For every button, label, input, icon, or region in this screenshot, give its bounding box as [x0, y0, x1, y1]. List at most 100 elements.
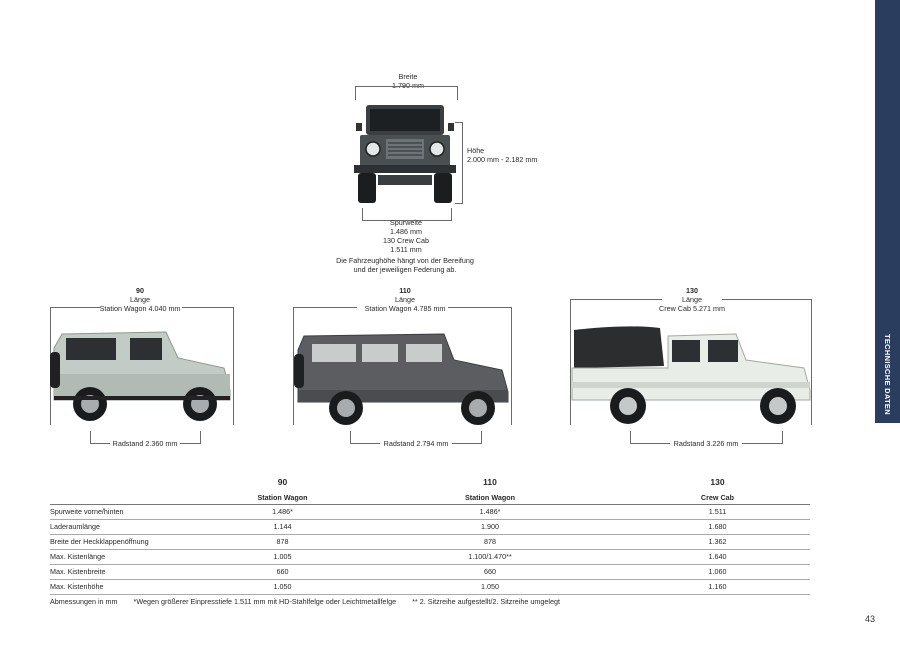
side-110-length-label: Länge — [395, 295, 415, 304]
front-width-bracket-left — [355, 86, 356, 100]
front-view-vehicle-image — [354, 105, 456, 203]
row-value-110: 660 — [355, 564, 625, 580]
side-90-length-bracket-right-seg — [182, 307, 234, 308]
spec-table: 90 110 130 Station Wagon Station Wagon C… — [50, 473, 810, 595]
side-tab-label-wrap: TECHNISCHE DATEN — [875, 0, 900, 423]
row-label: Max. Kistenhöhe — [50, 579, 210, 595]
front-height-label: Höhe — [467, 146, 485, 155]
front-track-130-label: 130 Crew Cab — [383, 236, 429, 245]
table-model-90: 90 — [277, 477, 288, 487]
side-130-length-bracket-left-seg — [570, 299, 662, 300]
front-width-bracket-right — [457, 86, 458, 100]
row-value-110: 1.486* — [355, 504, 625, 520]
row-value-110: 1.900 — [355, 519, 625, 535]
row-value-130: 1.640 — [625, 549, 810, 565]
side-110-wheelbase: Radstand 2.794 mm — [383, 439, 449, 448]
side-110-model: 110 — [399, 286, 411, 295]
footnote-double-star: ** 2. Sitzreihe aufgestellt/2. Sitzreihe… — [412, 597, 560, 606]
front-note-line1: Die Fahrzeughöhe hängt von der Bereifung — [336, 256, 474, 265]
side-130-length-bracket-right-seg — [722, 299, 812, 300]
front-track-bracket-right — [451, 208, 452, 221]
table-row: Laderaumlänge 1.144 1.900 1.680 — [50, 519, 810, 535]
side-130-wheelbase-bracket-left — [630, 431, 631, 443]
front-track-label-block: Spurweite 1.486 mm 130 Crew Cab 1.511 mm — [366, 218, 446, 254]
side-110-wheelbase-bracket-right — [481, 431, 482, 443]
front-height-bracket-bottom — [455, 203, 463, 204]
front-height-note: Die Fahrzeughöhe hängt von der Bereifung… — [330, 256, 480, 274]
side-90-length-bracket-right — [233, 307, 234, 425]
side-tab-label: TECHNISCHE DATEN — [883, 334, 892, 415]
side-130-length-bracket-right — [811, 299, 812, 425]
side-130-wheelbase: Radstand 3.226 mm — [673, 439, 739, 448]
table-variant-110: Station Wagon — [355, 491, 625, 505]
table-corner — [50, 473, 210, 491]
table-row: Max. Kistenbreite 660 660 1.060 — [50, 564, 810, 580]
side-90-length-label: Länge — [130, 295, 150, 304]
front-track-130-value: 1.511 mm — [390, 245, 422, 254]
side-90-length-value: Station Wagon 4.040 mm — [99, 304, 181, 313]
front-width-bracket — [355, 86, 458, 87]
side-130-wheelbase-bracket-left-seg — [630, 443, 670, 444]
row-value-90: 1.005 — [210, 549, 355, 565]
page-number: 43 — [865, 614, 876, 624]
side-110-length-bracket-right — [511, 307, 512, 425]
front-track-bracket-left — [362, 208, 363, 221]
row-label: Max. Kistenlänge — [50, 549, 210, 565]
side-130-length-bracket-left — [570, 299, 571, 425]
side-90-wheelbase-bracket-left — [90, 431, 91, 443]
row-label: Laderaumlänge — [50, 519, 210, 535]
row-label: Breite der Heckklappenöffnung — [50, 534, 210, 550]
table-variant-90: Station Wagon — [210, 491, 355, 505]
front-track-value: 1.486 mm — [390, 227, 422, 236]
row-value-130: 1.362 — [625, 534, 810, 550]
row-value-130: 1.160 — [625, 579, 810, 595]
front-width-label: Breite — [398, 72, 418, 81]
front-width-value: 1.790 mm — [378, 81, 438, 90]
row-value-110: 878 — [355, 534, 625, 550]
table-row: Max. Kistenlänge 1.005 1.100/1.470** 1.6… — [50, 549, 810, 565]
row-value-130: 1.060 — [625, 564, 810, 580]
table-variant-130: Crew Cab — [625, 491, 810, 505]
table-variant-corner — [50, 491, 210, 505]
front-height-bracket — [462, 122, 463, 204]
row-value-90: 878 — [210, 534, 355, 550]
footnote-star: *Wegen größerer Einpresstiefe 1.511 mm m… — [133, 597, 397, 606]
side-110-length-bracket-right-seg — [448, 307, 512, 308]
side-90-label-block: 90 Länge Station Wagon 4.040 mm — [90, 286, 190, 313]
front-height-bracket-top — [455, 122, 463, 123]
table-row: Max. Kistenhöhe 1.050 1.050 1.160 — [50, 579, 810, 595]
side-110-length-value: Station Wagon 4.785 mm — [364, 304, 446, 313]
row-value-90: 1.050 — [210, 579, 355, 595]
row-value-110: 1.100/1.470** — [355, 549, 625, 565]
table-variant-row: Station Wagon Station Wagon Crew Cab — [50, 491, 810, 505]
table-row: Spurweite vorne/hinten 1.486* 1.486* 1.5… — [50, 504, 810, 520]
front-note-line2: und der jeweiligen Federung ab. — [353, 265, 457, 274]
side-130-length-value: Crew Cab 5.271 mm — [659, 304, 725, 313]
row-label: Spurweite vorne/hinten — [50, 504, 210, 520]
row-value-130: 1.680 — [625, 519, 810, 535]
side-90-wheelbase: Radstand 2.360 mm — [112, 439, 178, 448]
table-row: Breite der Heckklappenöffnung 878 878 1.… — [50, 534, 810, 550]
row-label: Max. Kistenbreite — [50, 564, 210, 580]
footnotes: Abmessungen in mm *Wegen größerer Einpre… — [50, 597, 574, 606]
side-90-model: 90 — [136, 286, 144, 295]
row-value-110: 1.050 — [355, 579, 625, 595]
side-130-label-block: 130 Länge Crew Cab 5.271 mm — [642, 286, 742, 313]
footnote-unit: Abmessungen in mm — [50, 597, 118, 606]
table-model-110: 110 — [483, 477, 497, 487]
front-height-value: 2.000 mm - 2.182 mm — [467, 155, 538, 164]
side-90-vehicle-image — [50, 331, 231, 421]
side-90-wheelbase-bracket-right — [200, 431, 201, 443]
side-110-length-bracket-left — [293, 307, 294, 425]
table-model-row: 90 110 130 — [50, 473, 810, 491]
side-90-length-bracket-left-seg — [50, 307, 100, 308]
side-130-model: 130 — [686, 286, 698, 295]
side-130-length-label: Länge — [682, 295, 702, 304]
table-model-130: 130 — [710, 477, 725, 487]
side-90-wheelbase-bracket-left-seg — [90, 443, 110, 444]
row-value-90: 660 — [210, 564, 355, 580]
side-110-wheelbase-bracket-right-seg — [452, 443, 482, 444]
side-110-vehicle-image — [294, 333, 509, 425]
side-90-wheelbase-bracket-right-seg — [180, 443, 201, 444]
row-value-90: 1.144 — [210, 519, 355, 535]
